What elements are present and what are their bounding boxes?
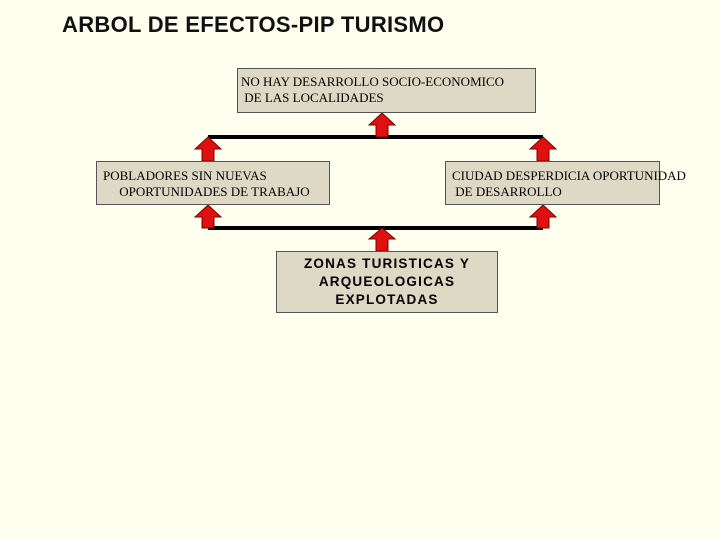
page-title: ARBOL DE EFECTOS-PIP TURISMO xyxy=(62,12,445,37)
arrow-up-icon xyxy=(367,227,397,252)
effect-box-right: CIUDAD DESPERDICIA OPORTUNIDAD DE DESARR… xyxy=(445,161,686,205)
arrow-up-icon xyxy=(367,112,397,138)
arrow-up-icon xyxy=(193,204,223,229)
cause-box-bottom: ZONAS TURISTICAS Y ARQUEOLOGICAS EXPLOTA… xyxy=(276,251,498,313)
arrow-up-icon xyxy=(528,204,558,229)
arrow-up-icon xyxy=(528,136,558,162)
effect-box-top: NO HAY DESARROLLO SOCIO-ECONOMICO DE LAS… xyxy=(237,68,536,113)
arrow-up-icon xyxy=(193,136,223,162)
effect-box-left: POBLADORES SIN NUEVAS OPORTUNIDADES DE T… xyxy=(96,161,330,205)
